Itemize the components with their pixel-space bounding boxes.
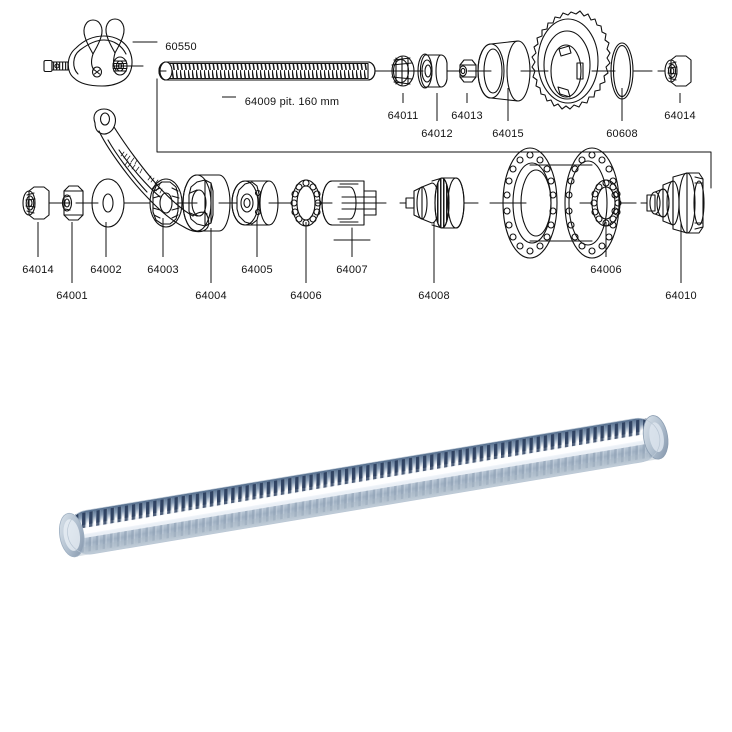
callout-label-64012: 64012 — [421, 128, 453, 140]
part-60550 — [67, 18, 133, 87]
callout-label-64006r: 64006 — [590, 264, 622, 276]
callout-label-64008: 64008 — [418, 290, 450, 302]
callout-label-64013: 64013 — [451, 110, 483, 122]
hub-flange-left-holes — [503, 151, 557, 255]
callout-label-64011: 64011 — [387, 110, 419, 122]
callout-label-64004: 64004 — [195, 290, 227, 302]
part-64014-bottom — [22, 186, 65, 220]
part-64004 — [176, 174, 238, 232]
part-64013 — [446, 59, 492, 83]
part-64005 — [226, 180, 286, 226]
callout-label-64001: 64001 — [56, 290, 88, 302]
part-64011 — [382, 55, 424, 87]
part-64007 — [315, 180, 387, 436]
part-64008 — [399, 177, 479, 229]
part-64009 — [158, 61, 396, 81]
part-64001 — [61, 185, 99, 221]
callout-label-60550: 60550 — [165, 41, 197, 53]
part-64006-left — [277, 179, 333, 227]
part-64014-top — [657, 55, 692, 87]
part-hub-shell — [489, 147, 637, 259]
callout-label-64009: 64009 pit. 160 mm — [244, 96, 340, 108]
callout-label-64014b: 64014 — [22, 264, 54, 276]
part-64010 — [640, 172, 705, 234]
callout-frame — [156, 78, 712, 189]
threaded-rod-photo — [0, 380, 732, 732]
callout-label-64014t: 64014 — [664, 110, 696, 122]
rod-group — [58, 415, 669, 558]
part-64006-right — [579, 179, 637, 227]
threaded-rod-svg — [58, 415, 669, 558]
callout-label-60608: 60608 — [606, 128, 638, 140]
part-bolt-left — [43, 59, 69, 73]
callout-label-64007: 64007 — [336, 264, 368, 276]
callout-label-64010: 64010 — [665, 290, 697, 302]
callout-label-64003: 64003 — [147, 264, 179, 276]
part-64012 — [412, 53, 460, 89]
part-knob-right — [112, 56, 144, 76]
callout-label-64015: 64015 — [492, 128, 524, 140]
part-60608 — [520, 10, 616, 110]
callout-label-64002: 64002 — [90, 264, 122, 276]
callout-label-64005: 64005 — [241, 264, 273, 276]
label-leader-lines — [37, 41, 682, 283]
callout-label-64006l: 64006 — [290, 290, 322, 302]
